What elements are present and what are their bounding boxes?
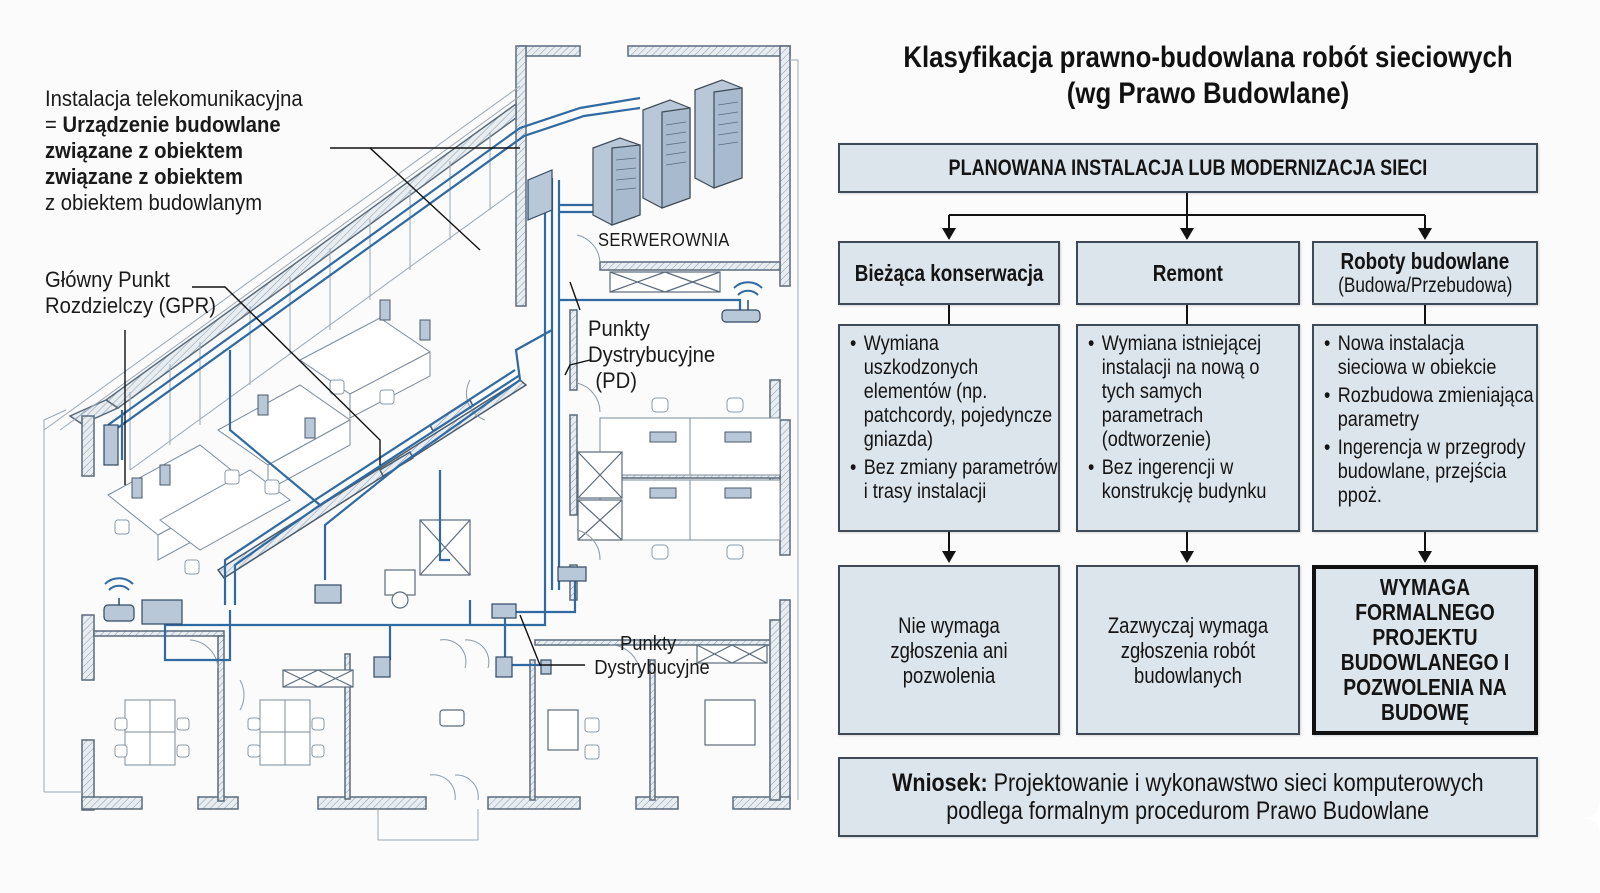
bullet-item: Ingerencja w przegrody budowlane, przejś…: [1324, 436, 1535, 508]
leader-lines: [124, 147, 591, 666]
bullet-list: Wymiana istniejącej instalacji na nową o…: [1088, 332, 1298, 504]
result-maintenance: Nie wymaga zgłoszenia ani pozwolenia: [838, 565, 1060, 735]
telecom-label: Instalacja telekomunikacyjna = Urządzeni…: [45, 86, 303, 216]
category-title: Remont: [1152, 260, 1224, 286]
arrow-col1-out: [942, 551, 956, 563]
telecom-label-line4: związane z obiektem: [45, 164, 243, 189]
wifi-router-gpr: [103, 577, 135, 622]
description-construction-works: Nowa instalacja sieciowa w obiekcie Rozb…: [1312, 324, 1538, 532]
bullet-item: Bez ingerencji w konstrukcję budynku: [1088, 456, 1297, 504]
flow-connectors: [942, 193, 1432, 563]
pd-lower-line1: Punkty: [620, 633, 677, 655]
pd-label-line1: Punkty: [588, 316, 650, 341]
category-title: Roboty budowlane: [1340, 248, 1510, 274]
pd-label-line2: Dystrybucyjne: [588, 342, 716, 367]
shafts: [282, 271, 768, 751]
pd-label-line3: (PD): [595, 368, 637, 393]
monitors: [131, 299, 752, 499]
sparkle-icon: [1582, 800, 1600, 836]
arrow-col1-in: [942, 228, 956, 240]
pd-label-lower: Punkty Dystrybucyjne: [594, 632, 710, 680]
pd-label: Punkty Dystrybucyjne (PD): [588, 316, 715, 394]
building-walls: [68, 45, 791, 811]
description-renovation: Wymiana istniejącej instalacji na nową o…: [1076, 324, 1300, 532]
telecom-label-line1: Instalacja telekomunikacyjna: [45, 86, 303, 111]
result-text: Zazwyczaj wymaga zgłoszenia robót budowl…: [1107, 612, 1269, 688]
pd-lower-line2: Dystrybucyjne: [594, 657, 710, 679]
description-maintenance: Wymiana uszkodzonych elementów (np. patc…: [838, 324, 1060, 532]
arrow-col3-in: [1418, 228, 1432, 240]
bullet-list: Wymiana uszkodzonych elementów (np. patc…: [850, 332, 1058, 504]
category-title: Bieżąca konserwacja: [854, 260, 1044, 286]
telecom-label-eq: =: [45, 112, 63, 137]
chart-title: Klasyfikacja prawno-budowlana robót siec…: [890, 40, 1526, 112]
patch-panels: [103, 169, 587, 678]
gpr-label: Główny Punkt Rozdzielczy (GPR): [45, 267, 216, 319]
result-construction-works: WYMAGA FORMALNEGO PROJEKTU BUDOWLANEGO I…: [1312, 565, 1538, 735]
bullet-item: Nowa instalacja sieciowa w obiekcie: [1324, 332, 1535, 380]
floor-plan-illustration: Instalacja telekomunikacyjna = Urządzeni…: [43, 45, 799, 841]
server-racks: [592, 79, 743, 226]
title-line2: (wg Prawo Budowlane): [1066, 77, 1350, 110]
windows: [129, 132, 517, 471]
conclusion-box: Wniosek: Projektowanie i wykonawstwo sie…: [838, 757, 1538, 837]
arrow-col2-out: [1180, 551, 1194, 563]
result-text-emphasis: WYMAGA FORMALNEGO PROJEKTU BUDOWLANEGO I…: [1340, 574, 1510, 725]
conclusion-line1: Projektowanie i wykonawstwo sieci komput…: [987, 769, 1484, 797]
network-cables: [107, 96, 742, 667]
conclusion-line2: podlega formalnym procedurom Prawo Budow…: [946, 797, 1430, 825]
result-renovation: Zazwyczaj wymaga zgłoszenia robót budowl…: [1076, 565, 1300, 735]
gpr-label-line2: Rozdzielczy (GPR): [45, 293, 216, 318]
planned-installation-label: PLANOWANA INSTALACJA LUB MODERNIZACJA SI…: [948, 155, 1428, 180]
category-construction-works: Roboty budowlane (Budowa/Przebudowa): [1312, 241, 1538, 305]
bullet-item: Wymiana uszkodzonych elementów (np. patc…: [850, 332, 1057, 452]
telecom-label-line5: z obiektem budowlanym: [45, 190, 263, 215]
telecom-label-device: Urządzenie budowlane: [62, 112, 281, 137]
arrow-col2-in: [1180, 228, 1194, 240]
bullet-item: Wymiana istniejącej instalacji na nową o…: [1088, 332, 1297, 452]
bullet-item: Bez zmiany parametrów i trasy instalacji: [850, 456, 1057, 504]
bullet-item: Rozbudowa zmieniająca parametry: [1324, 384, 1535, 432]
planned-installation-box: PLANOWANA INSTALACJA LUB MODERNIZACJA SI…: [838, 143, 1538, 193]
gpr-label-line1: Główny Punkt: [45, 267, 170, 292]
conclusion-label: Wniosek:: [892, 769, 988, 797]
arrow-col3-out: [1418, 551, 1432, 563]
category-renovation: Remont: [1076, 241, 1300, 305]
building-outline: [43, 59, 799, 841]
chairs: [114, 379, 744, 760]
category-maintenance: Bieżąca konserwacja: [838, 241, 1060, 305]
server-room-label: SERWEROWNIA: [598, 230, 730, 250]
title-line1: Klasyfikacja prawno-budowlana robót siec…: [903, 41, 1513, 74]
wifi-router-server: [721, 281, 763, 323]
floor-plan-drawing: [43, 45, 799, 841]
door-arcs: [189, 234, 641, 801]
result-text: Nie wymaga zgłoszenia ani pozwolenia: [890, 612, 1008, 688]
classification-flowchart: Klasyfikacja prawno-budowlana robót siec…: [820, 0, 1600, 893]
category-subtitle: (Budowa/Przebudowa): [1337, 274, 1513, 297]
bullet-list: Nowa instalacja sieciowa w obiekcie Rozb…: [1324, 332, 1536, 508]
telecom-label-line3: związane z obiektem: [45, 138, 243, 163]
